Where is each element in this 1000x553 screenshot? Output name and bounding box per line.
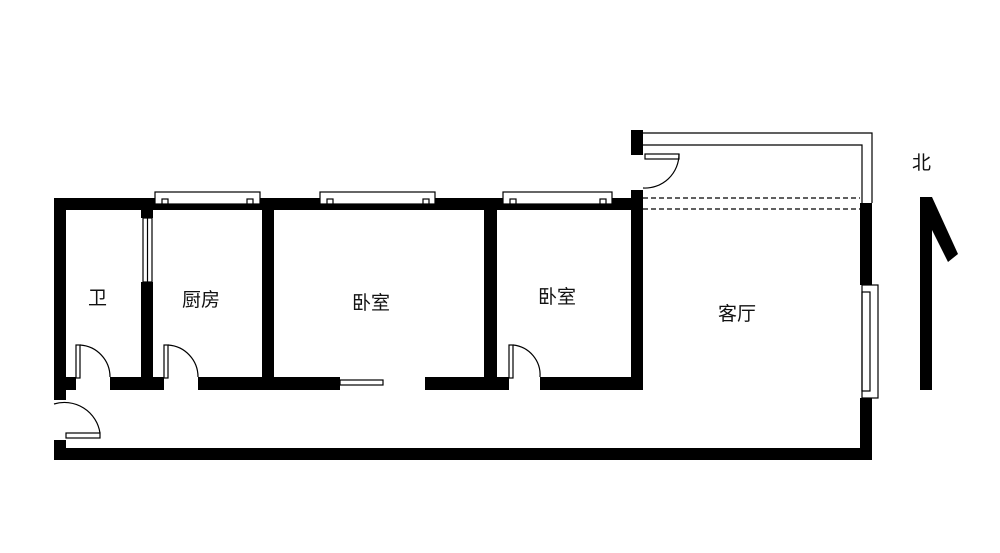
doors bbox=[53, 153, 680, 439]
north-arrow-icon bbox=[920, 197, 932, 390]
room-label-bedroom-2: 卧室 bbox=[538, 286, 577, 308]
wall-top bbox=[54, 198, 155, 210]
wall-left bbox=[54, 198, 66, 400]
compass-label: 北 bbox=[912, 152, 932, 174]
room-label-bathroom: 卫 bbox=[88, 287, 108, 309]
wall-right bbox=[860, 203, 872, 285]
room-label-living-room: 客厅 bbox=[718, 303, 757, 325]
balcony bbox=[643, 132, 873, 210]
wall-bottom bbox=[54, 448, 872, 460]
windows bbox=[142, 191, 879, 399]
room-label-bedroom-1: 卧室 bbox=[352, 292, 391, 314]
room-label-kitchen: 厨房 bbox=[182, 289, 221, 311]
walls bbox=[54, 130, 958, 460]
